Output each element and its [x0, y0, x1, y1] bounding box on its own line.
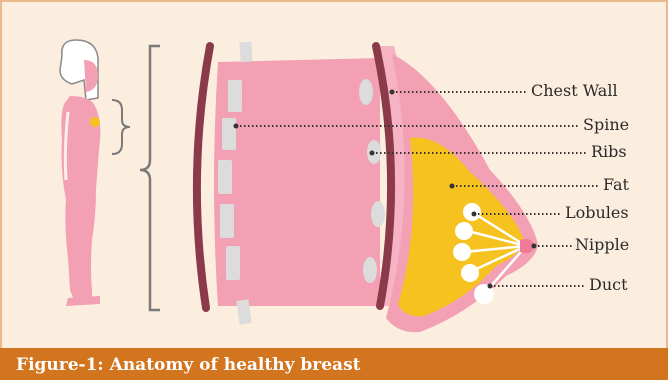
label-chest-wall: Chest Wall: [531, 81, 618, 100]
figure-caption: Figure-1: Anatomy of healthy breast: [16, 355, 361, 375]
woman-breast-marker: [90, 117, 100, 127]
label-lobules: Lobules: [565, 203, 629, 222]
label-spine: Spine: [583, 115, 629, 134]
label-fat: Fat: [603, 175, 629, 194]
label-nipple: Nipple: [575, 235, 629, 254]
label-ribs: Ribs: [591, 142, 627, 161]
woman-feet: [66, 296, 100, 306]
left-chest-band: [197, 46, 210, 308]
label-duct: Duct: [589, 275, 628, 294]
zoom-bracket-large: [140, 46, 160, 310]
woman-silhouette: [60, 40, 100, 306]
zoom-brace-small: [112, 100, 130, 154]
